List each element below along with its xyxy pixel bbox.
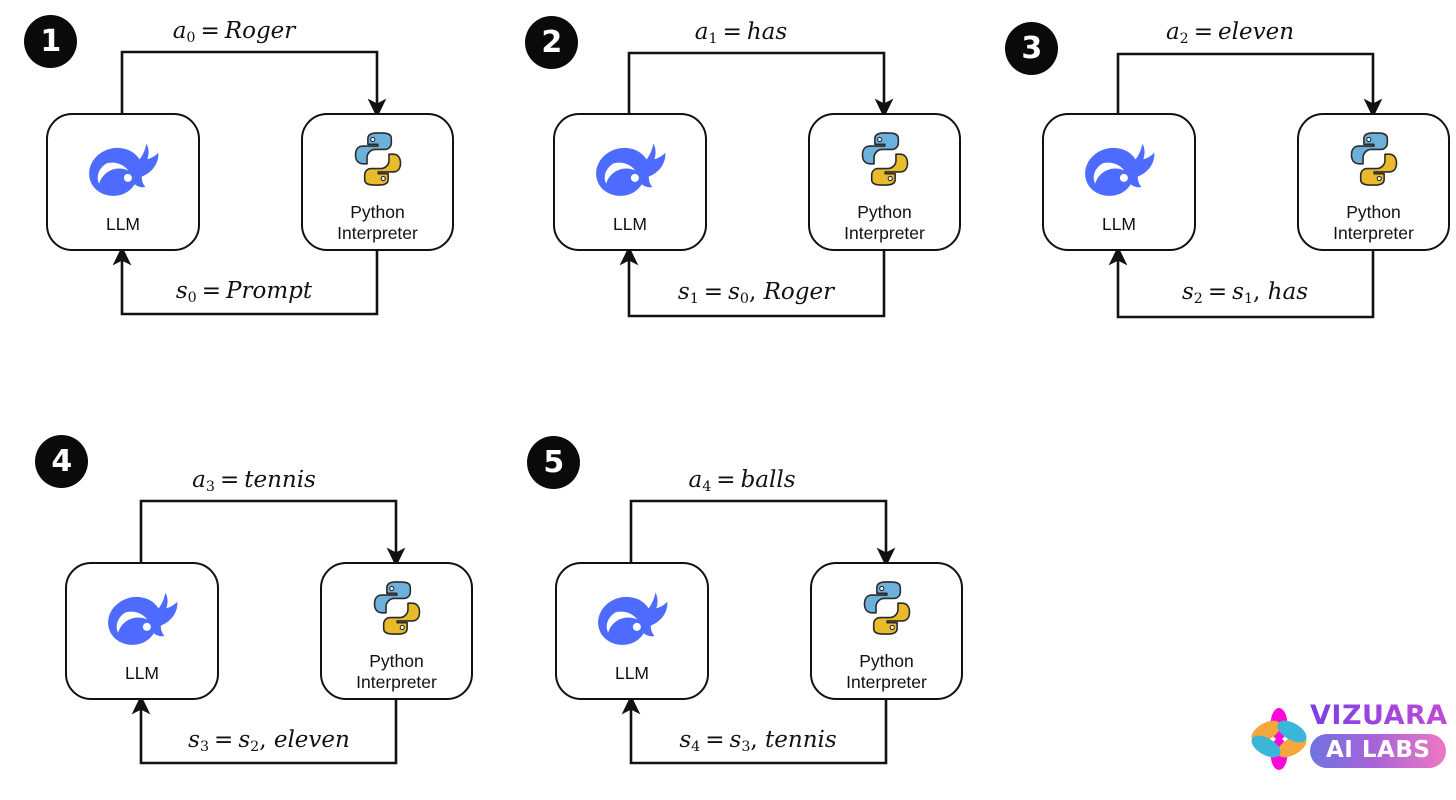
node-python-2[interactable]: Python Interpreter (808, 113, 961, 251)
state-label-1: s0=Prompt (175, 278, 313, 306)
step-number: 2 (541, 24, 562, 60)
state-prev-sub: 2 (250, 738, 260, 755)
deepseek-whale-icon (593, 141, 667, 204)
state-prev-var: s (238, 727, 251, 753)
action-sub: 4 (702, 478, 712, 495)
state-prev-sub: 3 (741, 738, 751, 755)
python-logo-icon (1344, 129, 1404, 194)
action-label-4: a3=tennis (192, 467, 316, 495)
node-python-label: Python Interpreter (1333, 202, 1414, 244)
state-value: Roger (763, 279, 835, 305)
node-llm-3[interactable]: LLM (1042, 113, 1196, 251)
node-llm-label: LLM (612, 214, 648, 234)
action-value: Roger (224, 18, 296, 44)
node-python-label: Python Interpreter (337, 202, 418, 244)
state-value: Prompt (226, 278, 313, 304)
state-label-5: s4=s3, tennis (679, 727, 837, 755)
ai-labs-pill: AI LABS (1310, 734, 1447, 768)
action-label-1: a0=Roger (172, 18, 296, 46)
step-badge-4: 4 (35, 435, 88, 488)
step-number: 5 (543, 444, 564, 480)
node-llm-4[interactable]: LLM (65, 562, 219, 700)
python-logo-icon (857, 578, 917, 643)
action-value: tennis (244, 467, 316, 493)
node-llm-label: LLM (1101, 214, 1137, 234)
action-sub: 1 (708, 30, 718, 47)
state-var: s (188, 727, 200, 753)
node-python-1[interactable]: Python Interpreter (301, 113, 454, 251)
state-prev-var: s (729, 727, 742, 753)
python-logo-icon (348, 129, 408, 194)
node-python-3[interactable]: Python Interpreter (1297, 113, 1450, 251)
node-llm-2[interactable]: LLM (553, 113, 707, 251)
state-prev-var: s (728, 279, 740, 305)
state-sub: 4 (691, 738, 701, 755)
state-sub: 1 (689, 290, 699, 307)
python-logo-icon (367, 578, 427, 643)
action-var: a (1165, 19, 1180, 45)
step-number: 3 (1021, 30, 1042, 66)
action-var: a (688, 467, 703, 493)
state-prev-sub: 1 (1243, 290, 1254, 307)
node-python-5[interactable]: Python Interpreter (810, 562, 963, 700)
step-badge-5: 5 (527, 436, 580, 489)
vizuara-logo: VIZUARA AI LABS (1248, 700, 1448, 780)
state-label-4: s3=s2, eleven (188, 727, 350, 755)
node-llm-1[interactable]: LLM (46, 113, 200, 251)
node-python-label: Python Interpreter (846, 651, 927, 693)
state-var: s (679, 727, 692, 753)
step-badge-1: 1 (24, 15, 77, 68)
state-var: s (677, 279, 690, 305)
action-value: has (746, 19, 788, 45)
state-var: s (1181, 279, 1194, 305)
action-value: balls (740, 467, 796, 493)
step-badge-2: 2 (525, 16, 578, 69)
state-value: eleven (273, 727, 350, 753)
node-python-label: Python Interpreter (356, 651, 437, 693)
node-python-label: Python Interpreter (844, 202, 925, 244)
state-prev-var: s (1232, 279, 1244, 305)
state-value: tennis (765, 727, 837, 753)
step-number: 4 (51, 443, 72, 479)
deepseek-whale-icon (1082, 141, 1156, 204)
node-llm-5[interactable]: LLM (555, 562, 709, 700)
action-label-3: a2=eleven (1165, 19, 1295, 47)
deepseek-whale-icon (86, 141, 160, 204)
action-value: eleven (1218, 19, 1295, 45)
action-label-2: a1=has (694, 19, 788, 47)
action-var: a (192, 467, 206, 493)
action-var: a (172, 18, 187, 44)
node-llm-label: LLM (124, 663, 160, 683)
action-sub: 0 (186, 29, 196, 46)
state-value: has (1267, 279, 1309, 305)
state-label-3: s2=s1, has (1181, 279, 1309, 307)
action-sub: 2 (1179, 30, 1189, 47)
state-prev-sub: 0 (739, 290, 749, 307)
action-label-5: a4=balls (688, 467, 796, 495)
action-var: a (694, 19, 709, 45)
state-label-2: s1=s0, Roger (677, 279, 835, 307)
node-llm-label: LLM (105, 214, 141, 234)
state-sub: 2 (1193, 290, 1203, 307)
vizuara-wordmark: VIZUARA (1310, 700, 1448, 731)
deepseek-whale-icon (105, 590, 179, 653)
action-sub: 3 (205, 478, 215, 495)
step-number: 1 (40, 23, 61, 59)
node-llm-label: LLM (614, 663, 650, 683)
state-var: s (175, 278, 188, 304)
state-sub: 0 (187, 289, 197, 306)
python-logo-icon (855, 129, 915, 194)
step-badge-3: 3 (1005, 22, 1058, 75)
state-sub: 3 (199, 738, 210, 755)
deepseek-whale-icon (595, 590, 669, 653)
node-python-4[interactable]: Python Interpreter (320, 562, 473, 700)
